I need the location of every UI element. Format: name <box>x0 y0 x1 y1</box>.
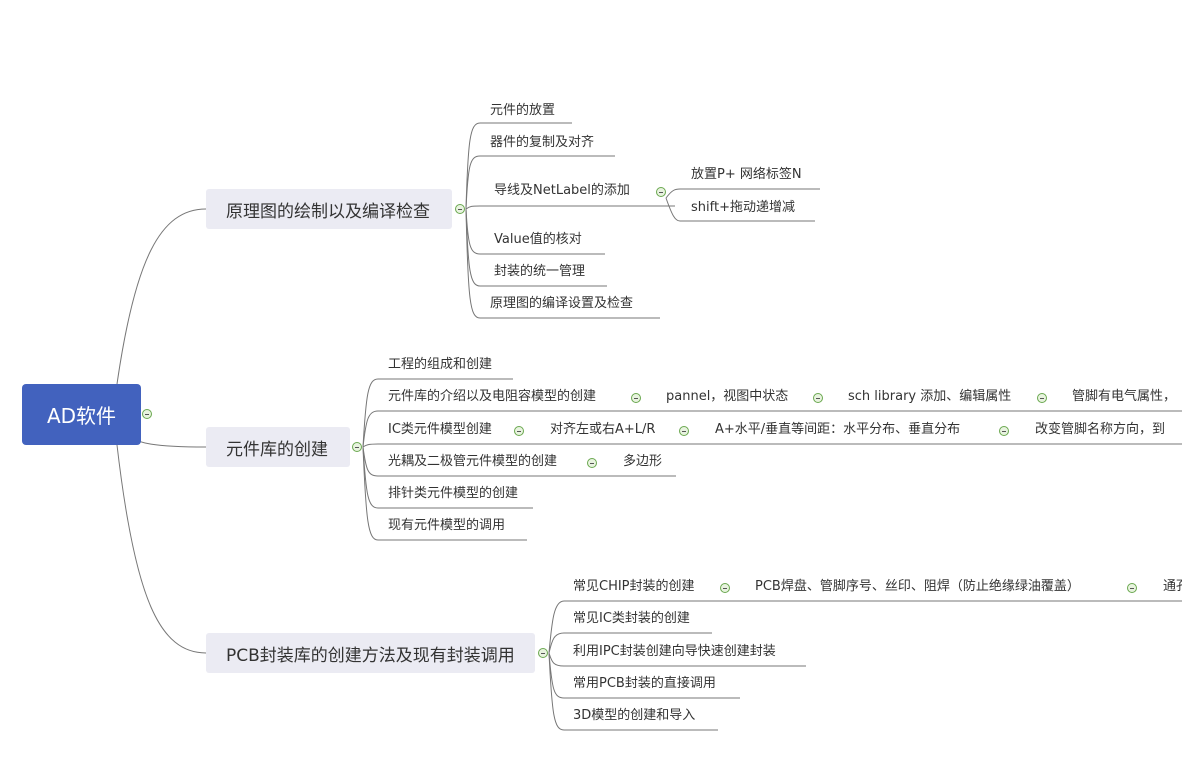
topic-node[interactable]: 多边形 <box>623 454 663 469</box>
topic-node[interactable]: 元件的放置 <box>490 103 556 118</box>
collapse-toggle-icon[interactable] <box>142 409 152 419</box>
collapse-toggle-icon[interactable] <box>455 204 465 214</box>
topic-node[interactable]: 管脚有电气属性， <box>1072 389 1177 404</box>
branch-component-library[interactable]: 元件库的创建 <box>206 427 350 467</box>
topic-node[interactable]: shift+拖动递增减 <box>691 200 795 215</box>
topic-node[interactable]: PCB焊盘、管脚序号、丝印、阻焊（防止绝缘绿油覆盖） <box>755 579 1080 594</box>
collapse-toggle-icon[interactable] <box>720 583 730 593</box>
topic-node[interactable]: 对齐左或右A+L/R <box>550 422 656 437</box>
branch-pcb-footprint[interactable]: PCB封装库的创建方法及现有封装调用 <box>206 633 535 673</box>
collapse-toggle-icon[interactable] <box>813 393 823 403</box>
topic-node[interactable]: 现有元件模型的调用 <box>388 518 506 533</box>
topic-node[interactable]: 器件的复制及对齐 <box>490 135 595 150</box>
topic-node[interactable]: 元件库的介绍以及电阻容模型的创建 <box>388 389 597 404</box>
topic-node[interactable]: IC类元件模型创建 <box>388 422 492 437</box>
collapse-toggle-icon[interactable] <box>514 426 524 436</box>
topic-node[interactable]: 工程的组成和创建 <box>388 357 493 372</box>
collapse-toggle-icon[interactable] <box>587 458 597 468</box>
collapse-toggle-icon[interactable] <box>679 426 689 436</box>
topic-node[interactable]: 常见CHIP封装的创建 <box>573 579 695 594</box>
collapse-toggle-icon[interactable] <box>1037 393 1047 403</box>
topic-node[interactable]: 3D模型的创建和导入 <box>573 708 696 723</box>
topic-node[interactable]: 常用PCB封装的直接调用 <box>573 676 716 691</box>
topic-node[interactable]: Value值的核对 <box>494 232 582 247</box>
root-node[interactable]: AD软件 <box>22 384 141 445</box>
topic-node[interactable]: 改变管脚名称方向，到 <box>1035 422 1166 437</box>
topic-node[interactable]: 导线及NetLabel的添加 <box>494 183 630 198</box>
topic-node[interactable]: 光耦及二极管元件模型的创建 <box>388 454 558 469</box>
topic-node[interactable]: 排针类元件模型的创建 <box>388 486 519 501</box>
topic-node[interactable]: 放置P+ 网络标签N <box>691 167 802 182</box>
topic-node[interactable]: 通孔 <box>1163 579 1182 594</box>
topic-node[interactable]: A+水平/垂直等间距：水平分布、垂直分布 <box>715 422 961 437</box>
collapse-toggle-icon[interactable] <box>631 393 641 403</box>
collapse-toggle-icon[interactable] <box>656 187 666 197</box>
collapse-toggle-icon[interactable] <box>352 442 362 452</box>
topic-node[interactable]: pannel，视图中状态 <box>666 389 789 404</box>
topic-node[interactable]: sch library 添加、编辑属性 <box>848 389 1012 404</box>
collapse-toggle-icon[interactable] <box>999 426 1009 436</box>
topic-node[interactable]: 封装的统一管理 <box>494 264 586 279</box>
collapse-toggle-icon[interactable] <box>1127 583 1137 593</box>
topic-node[interactable]: 常见IC类封装的创建 <box>573 611 690 626</box>
branch-schematic[interactable]: 原理图的绘制以及编译检查 <box>206 189 452 229</box>
topic-node[interactable]: 原理图的编译设置及检查 <box>490 296 634 311</box>
collapse-toggle-icon[interactable] <box>538 648 548 658</box>
topic-node[interactable]: 利用IPC封装创建向导快速创建封装 <box>573 644 776 659</box>
